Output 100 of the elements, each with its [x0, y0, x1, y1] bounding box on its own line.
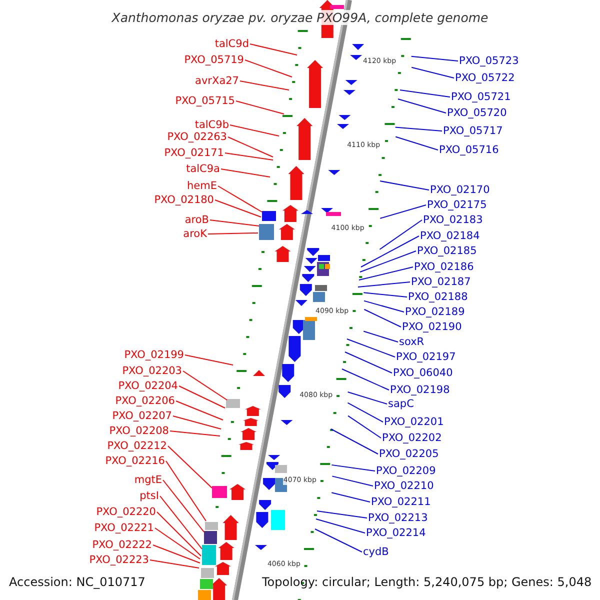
gene-label: PXO_02183 [423, 214, 483, 226]
leader-line [316, 510, 368, 518]
leader-line [348, 415, 382, 438]
gene-label: PXO_05715 [175, 95, 235, 107]
leader-line [172, 416, 222, 430]
gene-label: PXO_02175 [427, 199, 487, 211]
gene-label: aroK [183, 228, 207, 240]
gene-label: PXO_02208 [109, 425, 169, 437]
leader-line [347, 402, 384, 422]
gene-label: PXO_02188 [408, 291, 468, 303]
gene-label: PXO_05719 [184, 54, 244, 66]
leader-line [162, 480, 204, 532]
gene-label: PXO_02190 [402, 321, 462, 333]
gene-label: PXO_05721 [451, 91, 511, 103]
gene-label: PXO_02198 [390, 384, 450, 396]
leader-line [364, 308, 402, 328]
leader-line [184, 354, 234, 366]
leader-line [346, 338, 396, 358]
leader-line [170, 430, 220, 436]
leader-line [240, 80, 290, 90]
title: Xanthomonas oryzae pv. oryzae PXO99A, complete genome [112, 10, 488, 25]
leader-line [250, 44, 298, 56]
gene-label: mgtE [134, 474, 162, 486]
gene-label: PXO_02223 [89, 554, 149, 566]
leader-line [244, 60, 292, 78]
footer-text: Accession: NC_010717 [9, 575, 146, 589]
gene-label: hemE [187, 180, 217, 192]
leader-line [208, 232, 258, 234]
leader-line [176, 400, 224, 420]
leader-line [314, 528, 362, 552]
leader-line [360, 250, 416, 272]
leader-line [152, 544, 200, 564]
footer-text: Topology: circular; Length: 5,240,075 bp; Genes: 5,048 [262, 575, 592, 589]
leader-line [330, 428, 378, 454]
gene-label: PXO_02216 [105, 455, 165, 467]
gene-label: PXO_02184 [420, 230, 480, 242]
leader-line [332, 476, 374, 486]
leader-line [210, 220, 260, 226]
gene-label: PXO_02204 [118, 380, 178, 392]
leader-line [400, 90, 450, 98]
gene-label: PXO_02210 [374, 480, 434, 492]
leader-line [224, 152, 274, 160]
leader-line [363, 330, 398, 342]
leader-line [150, 560, 200, 568]
leader-line [156, 512, 202, 556]
leader-line [380, 204, 426, 219]
leader-line [395, 136, 438, 150]
leader-line [154, 528, 200, 560]
gene-label: avrXa27 [195, 75, 239, 87]
gene-label: PXO_02197 [396, 351, 456, 363]
gene-label: ptsI [140, 490, 159, 502]
gene-label: PXO_02211 [371, 496, 431, 508]
gene-label: aroB [184, 214, 209, 226]
gene-label: PXO_02221 [94, 522, 154, 534]
gene-label: PXO_02189 [405, 306, 465, 318]
gene-label: PXO_02222 [92, 539, 152, 551]
leader-line [410, 56, 458, 62]
gene-label: PXO_02207 [112, 410, 172, 422]
gene-label: PXO_02180 [154, 194, 214, 206]
leader-line [411, 66, 454, 78]
leader-line [360, 236, 420, 268]
gene-label: PXO_02214 [366, 527, 426, 539]
leader-line [228, 136, 274, 158]
gene-label: PXO_02212 [107, 440, 167, 452]
gene-label: PXO_02263 [167, 131, 227, 143]
leader-line [380, 180, 430, 190]
gene-label: PXO_02171 [164, 147, 224, 159]
gene-label: PXO_02187 [411, 276, 471, 288]
leader-line [218, 186, 262, 212]
gene-label: PXO_02170 [430, 184, 490, 196]
leader-line [331, 464, 376, 472]
leader-line [342, 368, 390, 390]
gene-label: PXO_02186 [414, 261, 474, 273]
gene-label: PXO_06040 [393, 367, 453, 379]
gene-label: PXO_02213 [368, 512, 428, 524]
gene-label: cydB [363, 546, 389, 558]
gene-label: PXO_05716 [439, 144, 499, 156]
leader-line [214, 200, 262, 218]
gene-label: PXO_02205 [379, 448, 439, 460]
leader-line [344, 352, 392, 374]
gene-label: talC9b [194, 119, 229, 131]
leader-line [220, 168, 270, 178]
leader-line [182, 370, 228, 400]
leader-line [331, 492, 370, 502]
gene-label: PXO_02201 [384, 416, 444, 428]
gene-label: PXO_02199 [124, 349, 184, 361]
leader-line [236, 100, 284, 114]
gene-label: PXO_05723 [459, 55, 519, 67]
gene-label: PXO_02202 [382, 432, 442, 444]
gene-label: PXO_05717 [443, 125, 503, 137]
leader-line [358, 266, 414, 280]
leader-line [316, 518, 366, 534]
gene-label: PXO_05720 [447, 107, 507, 119]
leader-line [379, 220, 422, 250]
gene-label: PXO_05722 [455, 72, 515, 84]
gene-label: talC9d [214, 38, 249, 50]
leader-line [394, 126, 442, 132]
gene-label: soxR [399, 336, 424, 348]
gene-label: sapC [388, 398, 414, 410]
gene-label: PXO_02206 [115, 395, 175, 407]
